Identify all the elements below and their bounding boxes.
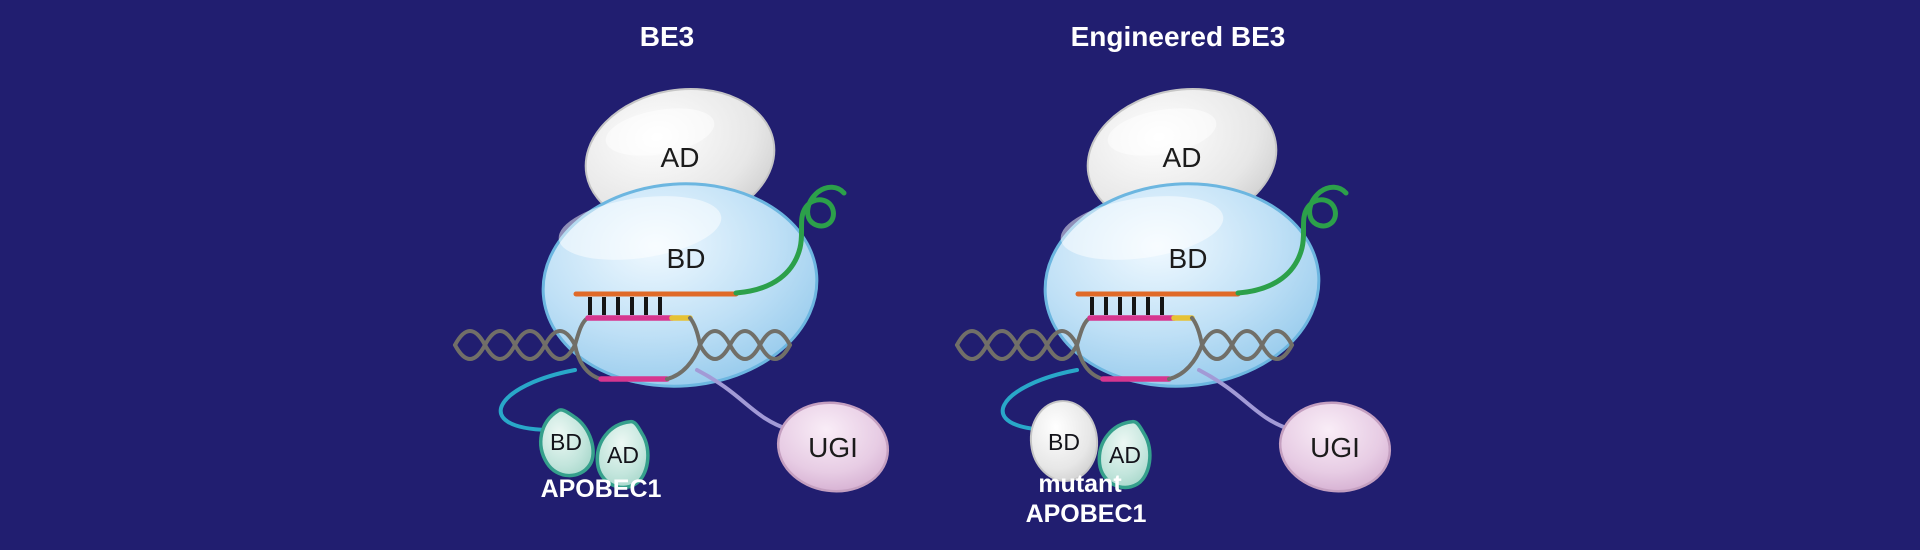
be3-panel: BE3 BD (453, 21, 890, 503)
ad-domain-label: AD (661, 142, 700, 173)
apobec-bd-leaf (539, 408, 595, 478)
apobec-bd-label: BD (1048, 429, 1080, 455)
sgrna-scaffold (1235, 184, 1349, 296)
apobec-ad-leaf (1097, 419, 1152, 490)
bd-domain-highlight (1060, 196, 1224, 260)
apobec-linker (498, 368, 577, 432)
ugi-label: UGI (1310, 432, 1360, 463)
displaced-strand-right (1167, 343, 1204, 381)
apobec-name-line1: mutant (1038, 470, 1122, 498)
ad-domain-highlight (605, 108, 715, 156)
apobec-ad-label: AD (607, 442, 639, 468)
ad-domain-highlight (1107, 108, 1217, 156)
dna-helix-right-strand-b (698, 329, 792, 361)
dna-helix-left-strand-b (453, 329, 577, 361)
engineered-be3-panel: Engineered BE3 (955, 21, 1392, 528)
displaced-strand-left (573, 343, 603, 381)
ugi-linker (1197, 368, 1294, 432)
sgrna-scaffold (733, 184, 847, 296)
mutant-apobec-bd-blob (1029, 400, 1099, 482)
apobec-name-line2: APOBEC1 (1026, 500, 1147, 528)
target-strand-right-connector (1190, 316, 1204, 347)
apobec-linker (1000, 368, 1079, 432)
apobec-ad-leaf (595, 419, 650, 490)
apobec-ad-label: AD (1109, 442, 1141, 468)
ugi-label: UGI (808, 432, 858, 463)
ugi-blob (776, 401, 890, 493)
target-strand-right-connector (688, 316, 702, 347)
apobec-bd-label: BD (550, 429, 582, 455)
ad-domain-label: AD (1163, 142, 1202, 173)
bd-domain-label: BD (1169, 243, 1208, 274)
bd-domain-label: BD (667, 243, 706, 274)
displaced-strand-right (665, 343, 702, 381)
dna-helix-right-strand-b (1200, 329, 1294, 361)
dna-helix-right-strand-a (698, 329, 792, 361)
ugi-blob (1278, 401, 1392, 493)
panel-title: BE3 (640, 21, 694, 52)
bd-domain-highlight (558, 196, 722, 260)
ugi-linker (695, 368, 792, 432)
displaced-strand-left (1075, 343, 1105, 381)
panel-title: Engineered BE3 (1071, 21, 1286, 52)
apobec-name: APOBEC1 (541, 475, 662, 503)
dna-helix-right-strand-a (1200, 329, 1294, 361)
dna-helix-left-strand-b (955, 329, 1079, 361)
